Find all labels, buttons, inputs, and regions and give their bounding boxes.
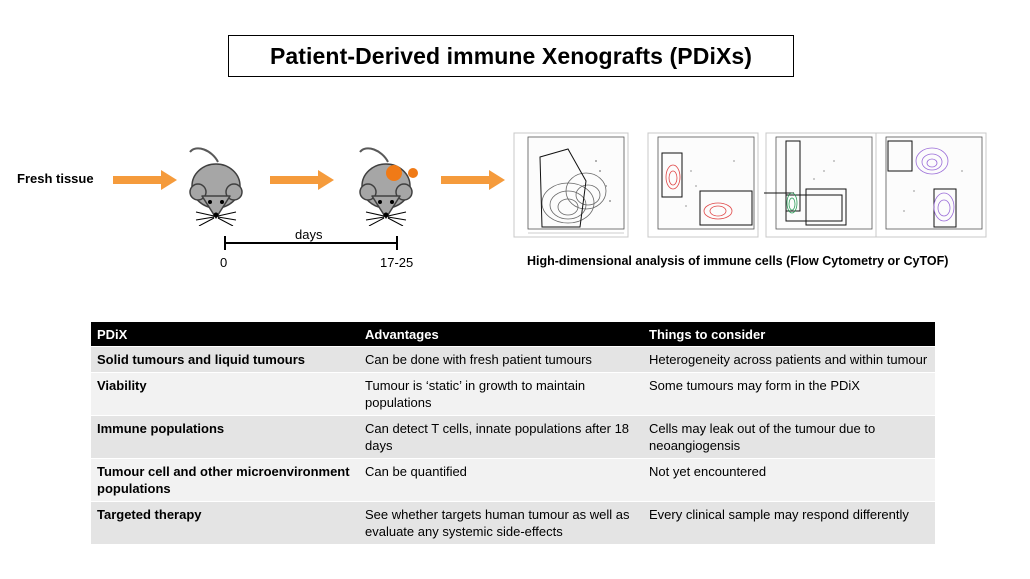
mouse-icon xyxy=(189,147,243,226)
timeline xyxy=(224,236,400,250)
arrow-icon xyxy=(441,170,505,190)
table-cell: Tumour cell and other microenvironment p… xyxy=(91,458,359,502)
page-title: Patient-Derived immune Xenografts (PDiXs… xyxy=(228,35,794,77)
table-cell: Not yet encountered xyxy=(643,458,935,502)
table-header: PDiX xyxy=(91,322,359,347)
table-header: Advantages xyxy=(359,322,643,347)
table-cell: Some tumours may form in the PDiX xyxy=(643,372,935,416)
table-cell: Every clinical sample may respond differ… xyxy=(643,501,935,545)
flow-plot-red xyxy=(647,132,759,238)
timeline-start: 0 xyxy=(220,255,228,270)
flow-plot-gray xyxy=(513,132,629,238)
mouse-with-tumour-icon xyxy=(359,147,418,226)
table-cell: Immune populations xyxy=(91,415,359,459)
table-cell: Targeted therapy xyxy=(91,501,359,545)
table-row: Solid tumours and liquid tumours Can be … xyxy=(91,346,935,373)
table-cell: Can be quantified xyxy=(359,458,643,502)
table-cell: Tumour is ‘static’ in growth to maintain… xyxy=(359,372,643,416)
table-cell: Heterogeneity across patients and within… xyxy=(643,346,935,373)
page-title-text: Patient-Derived immune Xenografts (PDiXs… xyxy=(269,42,753,69)
table-header: Things to consider xyxy=(643,322,935,347)
table-cell: Can detect T cells, innate populations a… xyxy=(359,415,643,459)
table-cell: Viability xyxy=(91,372,359,416)
flow-plot-green xyxy=(764,132,877,238)
analysis-caption: High-dimensional analysis of immune cell… xyxy=(527,254,949,268)
fresh-tissue-label: Fresh tissue xyxy=(17,171,94,186)
table-header-row: PDiX Advantages Things to consider xyxy=(91,322,935,347)
arrow-icon xyxy=(113,170,177,190)
table-cell: Can be done with fresh patient tumours xyxy=(359,346,643,373)
timeline-label: days xyxy=(295,227,323,242)
flow-plot-purple xyxy=(875,132,987,238)
timeline-end: 17-25 xyxy=(380,255,414,270)
arrow-icon xyxy=(270,170,334,190)
table-cell: Cells may leak out of the tumour due to … xyxy=(643,415,935,459)
table-row: Tumour cell and other microenvironment p… xyxy=(91,458,935,502)
table-row: Targeted therapy See whether targets hum… xyxy=(91,501,935,545)
table-row: Viability Tumour is ‘static’ in growth t… xyxy=(91,372,935,416)
table-cell: See whether targets human tumour as well… xyxy=(359,501,643,545)
comparison-table: PDiX Advantages Things to consider Solid… xyxy=(91,322,935,545)
table-cell: Solid tumours and liquid tumours xyxy=(91,346,359,373)
table-row: Immune populations Can detect T cells, i… xyxy=(91,415,935,459)
